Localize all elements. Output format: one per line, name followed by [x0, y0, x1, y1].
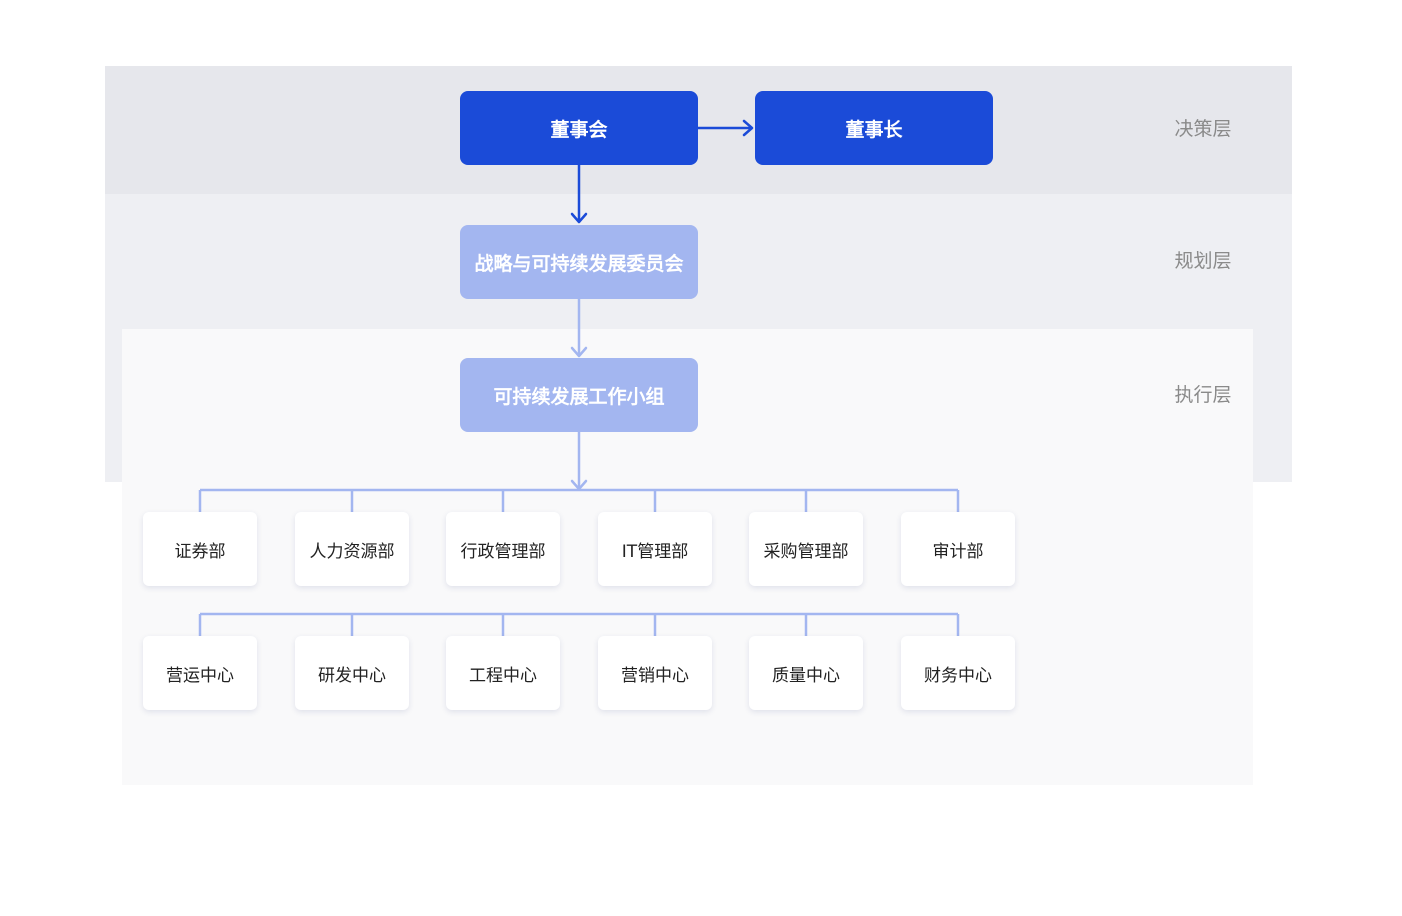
department-node[interactable]: 研发中心 [295, 636, 409, 710]
chairman-node[interactable]: 董事长 [755, 91, 993, 165]
arrowhead-committee [570, 212, 588, 224]
decision-layer-band [105, 66, 1292, 194]
board-node[interactable]: 董事会 [460, 91, 698, 165]
department-node[interactable]: 营销中心 [598, 636, 712, 710]
department-connectors [198, 488, 960, 636]
layer-label-decision: 决策层 [1174, 118, 1232, 140]
department-node[interactable]: 工程中心 [446, 636, 560, 710]
department-node[interactable]: 人力资源部 [295, 512, 409, 586]
department-node[interactable]: 财务中心 [901, 636, 1015, 710]
arrowhead-chairman [742, 119, 754, 137]
department-node[interactable]: 审计部 [901, 512, 1015, 586]
department-node[interactable]: 营运中心 [143, 636, 257, 710]
committee-node[interactable]: 战略与可持续发展委员会 [460, 225, 698, 299]
department-node[interactable]: 采购管理部 [749, 512, 863, 586]
layer-label-execution: 执行层 [1174, 384, 1232, 406]
arrowhead-group [570, 346, 588, 358]
department-node[interactable]: 行政管理部 [446, 512, 560, 586]
department-node[interactable]: 质量中心 [749, 636, 863, 710]
department-node[interactable]: 证券部 [143, 512, 257, 586]
layer-label-planning: 规划层 [1174, 250, 1232, 272]
working-group-node[interactable]: 可持续发展工作小组 [460, 358, 698, 432]
department-node[interactable]: IT管理部 [598, 512, 712, 586]
